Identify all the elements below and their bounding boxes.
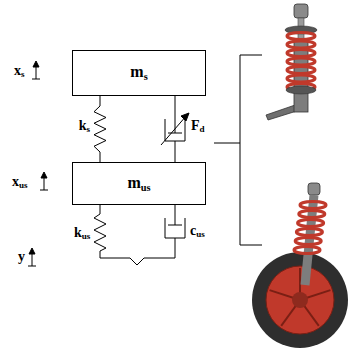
variable-label: cus: [190, 224, 205, 239]
mass-box: ms: [72, 50, 206, 96]
mass-label: ms: [130, 64, 147, 82]
tyre-spring-damper: [94, 205, 185, 265]
variable-label: y: [18, 250, 25, 264]
edge-label: ks: [79, 119, 90, 134]
mass-label: mus: [127, 175, 150, 193]
wheel-figure: [252, 183, 348, 348]
displacement-arrows: [28, 61, 48, 266]
spring-connector: [94, 96, 106, 162]
variable-label: xs: [14, 64, 25, 79]
coilover-figure: [266, 4, 317, 120]
mass-box: mus: [72, 162, 206, 205]
damper-connector: [161, 96, 189, 162]
bracket: [214, 55, 262, 245]
edge-label: Fd: [191, 119, 205, 134]
variable-label: kus: [74, 226, 90, 241]
variable-label: xus: [12, 175, 28, 190]
